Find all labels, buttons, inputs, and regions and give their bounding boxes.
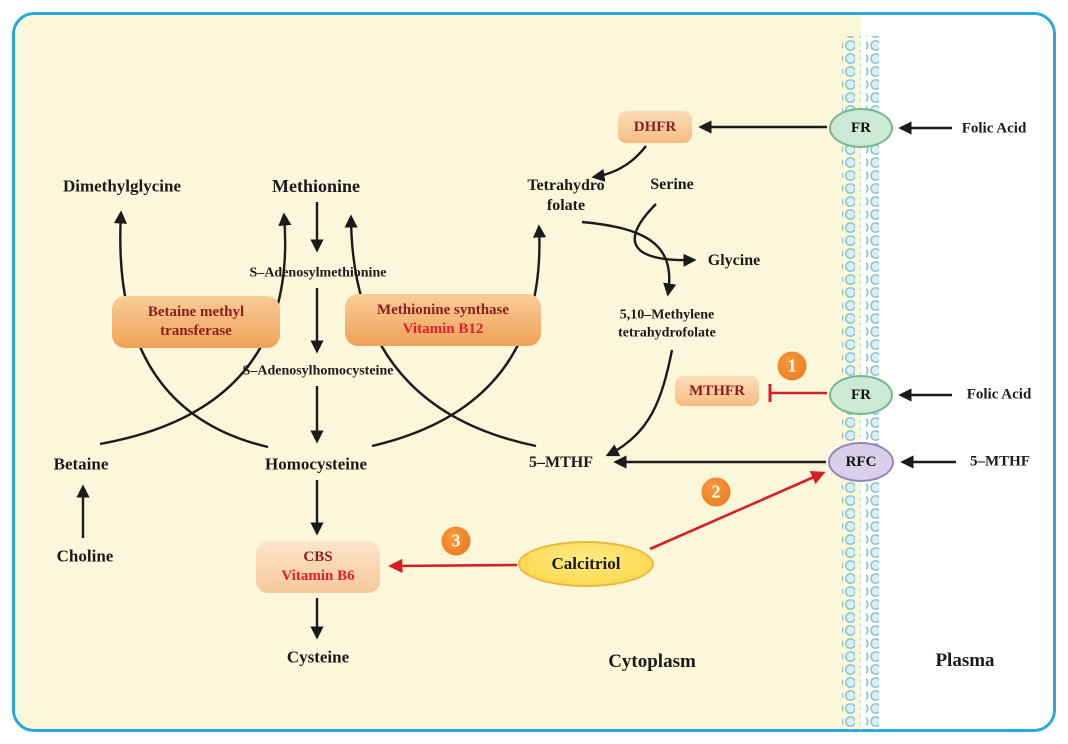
label-s-adenosylhomocysteine: S–Adenosylhomocysteine — [242, 363, 394, 379]
enzyme-bmt-line2: transferase — [160, 323, 232, 339]
enzyme-box-dhfr: DHFR — [618, 111, 692, 143]
label-methionine: Methionine — [272, 175, 360, 196]
label-dimethylglycine: Dimethylglycine — [62, 176, 182, 196]
label-cysteine: Cysteine — [286, 647, 350, 667]
receptor-fr-mid-label: FR — [851, 386, 871, 403]
step-marker-1-number: 1 — [787, 355, 797, 376]
label-methylene-tetrahydrofolate: 5,10–Methylene tetrahydrofolate — [618, 307, 716, 342]
label-homocysteine: Homocysteine — [265, 454, 367, 474]
label-tetrahydrofolate-line1: Tetrahydro — [527, 177, 605, 194]
region-label-cytoplasm: Cytoplasm — [608, 651, 696, 673]
enzyme-box-methionine-synthase: Methionine synthase Vitamin B12 — [345, 294, 541, 346]
enzyme-methionine-synthase-label: Methionine synthase — [376, 302, 510, 319]
enzyme-cbs-label: CBS — [303, 549, 333, 566]
label-5-mthf-cytoplasm: 5–MTHF — [529, 454, 593, 471]
receptor-rfc: RFC — [828, 442, 894, 482]
step-marker-3-number: 3 — [451, 530, 461, 551]
enzyme-methionine-synthase-cofactor: Vitamin B12 — [402, 321, 484, 337]
label-5-mthf-plasma: 5–MTHF — [970, 453, 1030, 470]
diagram-frame — [12, 12, 1056, 732]
enzyme-cbs-cofactor: Vitamin B6 — [281, 568, 355, 584]
label-folic-acid-mid: Folic Acid — [966, 386, 1032, 403]
receptor-rfc-label: RFC — [845, 453, 877, 470]
label-tetrahydrofolate: Tetrahydro folate — [527, 176, 604, 216]
receptor-fr-top-label: FR — [851, 119, 871, 136]
enzyme-mthfr-label: MTHFR — [689, 382, 745, 399]
label-glycine: Glycine — [707, 252, 761, 269]
receptor-fr-top: FR — [829, 108, 893, 148]
step-marker-2-number: 2 — [711, 481, 721, 502]
plasma-region-background — [861, 15, 1053, 729]
receptor-fr-mid: FR — [829, 375, 893, 415]
label-methylene-thf-line2: tetrahydrofolate — [618, 325, 716, 340]
label-methylene-thf-line1: 5,10–Methylene — [619, 307, 715, 323]
step-marker-3: 3 — [441, 526, 471, 556]
step-marker-1: 1 — [777, 351, 807, 381]
calcitriol-label: Calcitriol — [551, 554, 621, 573]
enzyme-box-cbs: CBS Vitamin B6 — [256, 541, 380, 593]
label-tetrahydrofolate-line2: folate — [546, 197, 586, 214]
enzyme-box-betaine-methyl-transferase: Betaine methyl transferase — [112, 296, 280, 348]
label-serine: Serine — [650, 176, 694, 193]
label-betaine: Betaine — [53, 454, 109, 474]
step-marker-2: 2 — [701, 477, 731, 507]
enzyme-bmt-line1: Betaine methyl — [147, 304, 245, 321]
label-s-adenosylmethionine: S–Adenosylmethionine — [249, 265, 387, 281]
calcitriol-node: Calcitriol — [518, 541, 654, 587]
region-label-plasma: Plasma — [935, 650, 995, 672]
label-folic-acid-top: Folic Acid — [961, 120, 1027, 137]
label-choline: Choline — [56, 546, 114, 566]
enzyme-box-mthfr: MTHFR — [675, 376, 759, 406]
enzyme-dhfr-label: DHFR — [633, 118, 677, 135]
